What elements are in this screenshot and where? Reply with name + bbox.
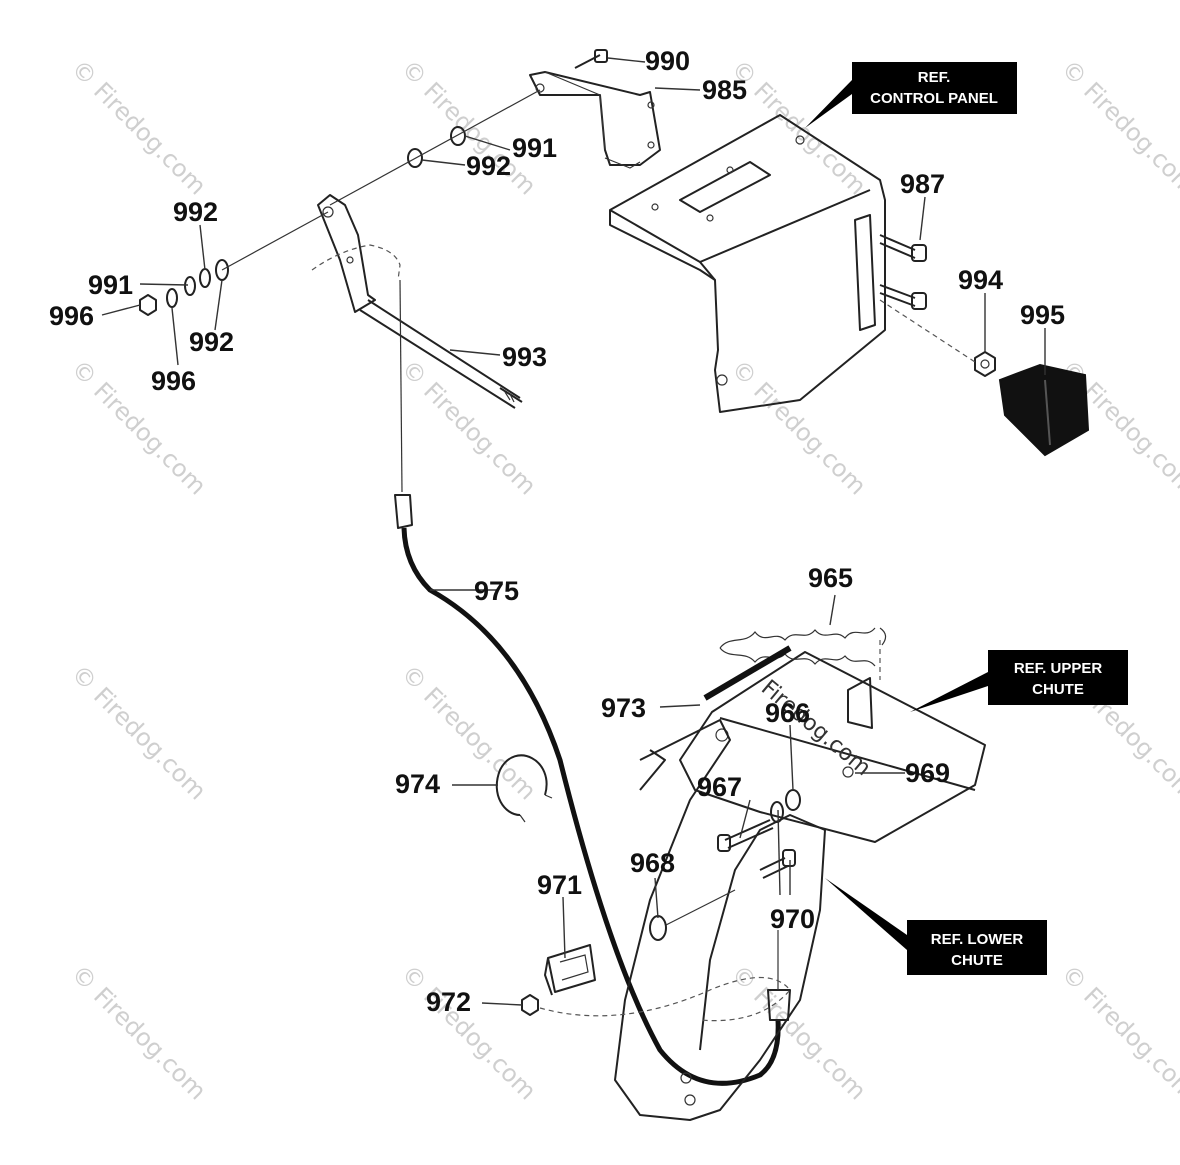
lower-chute [614, 719, 826, 1121]
part-labels: 990 985 991 992 992 991 996 992 996 993 … [49, 46, 1065, 1017]
watermark: © Firedog.com [1056, 54, 1180, 200]
label-974: 974 [395, 769, 440, 799]
leader-lines [101, 57, 1046, 1006]
control-bracket-985 [529, 71, 661, 169]
watermark: © Firedog.com [1056, 959, 1180, 1105]
label-965: 965 [808, 563, 853, 593]
label-991-top: 991 [512, 133, 557, 163]
ref-upper-chute-line2: CHUTE [1032, 681, 1084, 698]
label-968: 968 [630, 848, 675, 878]
bolt-970 [759, 849, 796, 879]
label-992-b: 992 [189, 327, 234, 357]
label-990: 990 [645, 46, 690, 76]
pin-973 [703, 645, 792, 701]
label-971: 971 [537, 870, 582, 900]
label-994: 994 [958, 265, 1003, 295]
upper-chute [679, 651, 986, 843]
ref-control-panel-line2: CONTROL PANEL [870, 90, 998, 107]
label-969: 969 [905, 758, 950, 788]
bolt-990 [574, 49, 608, 69]
ref-lower-chute-line1: REF. LOWER [931, 931, 1024, 948]
bolt-967 [717, 801, 784, 852]
ref-lower-chute: REF. LOWER CHUTE [825, 878, 1047, 975]
knob-995 [998, 363, 1090, 457]
watermark-center: Firedog.com [756, 675, 875, 781]
watermark: © Firedog.com [396, 354, 542, 500]
label-992-top: 992 [466, 151, 511, 181]
label-995: 995 [1020, 300, 1065, 330]
label-991-left: 991 [88, 270, 133, 300]
shift-lever-993 [311, 194, 523, 409]
label-996-b: 996 [151, 366, 196, 396]
label-992-a: 992 [173, 197, 218, 227]
label-985: 985 [702, 75, 747, 105]
watermark: © Firedog.com [726, 354, 872, 500]
watermark: © Firedog.com [66, 659, 212, 805]
label-966: 966 [765, 698, 810, 728]
ref-control-panel: REF. CONTROL PANEL [805, 62, 1017, 128]
label-967: 967 [697, 772, 742, 802]
watermark: © Firedog.com [66, 54, 212, 200]
ref-upper-chute-line1: REF. UPPER [1014, 660, 1103, 677]
washer-966 [785, 789, 801, 811]
nut-994 [879, 299, 996, 377]
spring-965 [719, 627, 887, 680]
ref-control-panel-line1: REF. [918, 69, 951, 86]
label-973: 973 [601, 693, 646, 723]
snap-ring-974 [495, 754, 553, 823]
label-972: 972 [426, 987, 471, 1017]
washer-stack-left [139, 211, 329, 316]
label-996-a: 996 [49, 301, 94, 331]
ref-upper-chute: REF. UPPER CHUTE [910, 650, 1128, 712]
label-975: 975 [474, 576, 519, 606]
control-panel [609, 114, 886, 413]
label-993: 993 [502, 342, 547, 372]
nut-972 [521, 976, 791, 1022]
label-987: 987 [900, 169, 945, 199]
cable-bracket-971 [544, 944, 596, 996]
watermark: © Firedog.com [66, 959, 212, 1105]
label-970: 970 [770, 904, 815, 934]
watermark: © Firedog.com [726, 959, 872, 1105]
watermark: © Firedog.com [396, 959, 542, 1105]
bolt-987 [879, 234, 927, 310]
ref-lower-chute-line2: CHUTE [951, 952, 1003, 969]
